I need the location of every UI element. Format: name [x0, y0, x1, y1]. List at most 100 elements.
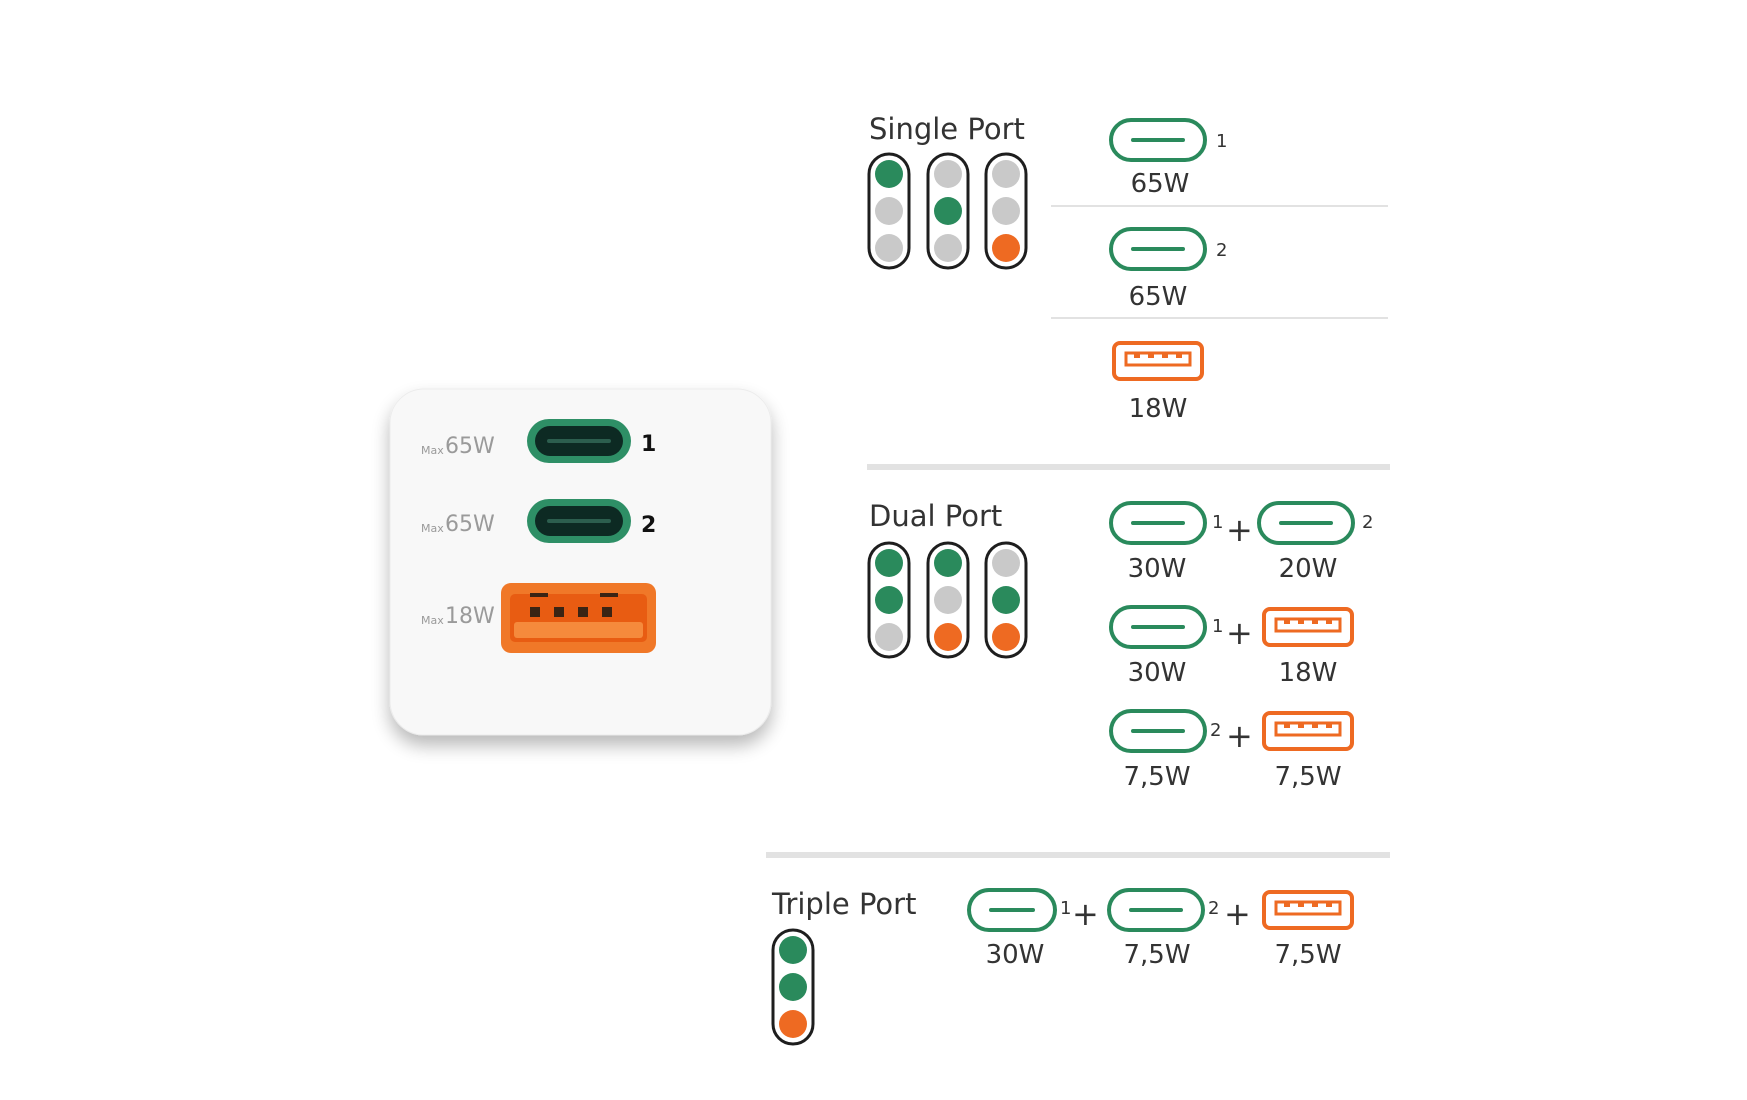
dual-row3-plus: + — [1226, 717, 1253, 755]
usb-a-pin — [1284, 724, 1290, 728]
usb-c-port-tongue — [547, 519, 611, 523]
indicator-led-green — [875, 586, 903, 614]
triple-watt-a: 30W — [985, 940, 1045, 970]
usb-a-pin — [1176, 354, 1182, 358]
usb-a-port-pin — [602, 607, 612, 617]
usb-a-port-pin — [530, 607, 540, 617]
indicator-led-green — [875, 549, 903, 577]
dual-row2-port-number-a: 1 — [1212, 616, 1224, 637]
single-row2-watt: 65W — [1128, 282, 1188, 312]
triple-port-number-b: 2 — [1208, 898, 1220, 919]
dual-row3-port-icon-b — [1262, 711, 1354, 751]
triple-port-number-a: 1 — [1060, 898, 1072, 919]
usb-a-pin — [1312, 620, 1318, 624]
indicator-led-inactive — [934, 234, 962, 262]
indicator-led-inactive — [875, 197, 903, 225]
indicator-led-inactive — [875, 623, 903, 651]
device-usb-c-port-1 — [527, 419, 631, 463]
single-row1-port-number: 1 — [1216, 131, 1228, 152]
device-port2-number: 2 — [641, 513, 657, 538]
dual-row1-port-number-b: 2 — [1362, 512, 1374, 533]
dual-row1-port-icon-b — [1257, 501, 1355, 545]
dual-row2-watt-b: 18W — [1278, 658, 1338, 688]
usb-a-tongue — [1124, 351, 1192, 367]
device-port3-max-label: Max — [421, 614, 444, 627]
usb-a-pin — [1312, 903, 1318, 907]
usb-a-tongue — [1274, 617, 1342, 633]
indicator-led-orange — [992, 234, 1020, 262]
usb-a-pin — [1312, 724, 1318, 728]
dual-port-title: Dual Port — [869, 499, 1003, 533]
single-port-indicator-2 — [926, 152, 970, 270]
usb-a-pin — [1298, 724, 1304, 728]
indicator-led-green — [934, 197, 962, 225]
dual-row3-watt-b: 7,5W — [1274, 762, 1342, 792]
indicator-led-inactive — [992, 160, 1020, 188]
usb-a-tongue — [1274, 721, 1342, 737]
usb-a-port-pin — [554, 607, 564, 617]
indicator-led-green — [934, 549, 962, 577]
usb-a-tongue — [1274, 900, 1342, 916]
usb-a-pin — [1134, 354, 1140, 358]
usb-a-pin — [1298, 903, 1304, 907]
device-port1-number: 1 — [641, 432, 657, 457]
device-port1-max-label: Max — [421, 444, 444, 457]
dual-row3-watt-a: 7,5W — [1123, 762, 1191, 792]
dual-port-indicator-2 — [926, 541, 970, 659]
device-port2-max-label: Max — [421, 522, 444, 535]
indicator-led-inactive — [934, 586, 962, 614]
single-row3-port-icon — [1112, 341, 1204, 381]
dual-row1-watt-b: 20W — [1278, 554, 1338, 584]
single-row2-port-icon — [1109, 227, 1207, 271]
triple-port-title: Triple Port — [772, 887, 917, 921]
single-port-indicator-1 — [867, 152, 911, 270]
dual-row2-watt-a: 30W — [1127, 658, 1187, 688]
indicator-led-inactive — [934, 160, 962, 188]
indicator-led-green — [992, 586, 1020, 614]
single-row2-port-number: 2 — [1216, 240, 1228, 261]
device-port1-watt: 65W — [445, 434, 495, 459]
usb-a-pin — [1148, 354, 1154, 358]
usb-a-port-pin — [578, 607, 588, 617]
single-row3-watt: 18W — [1128, 394, 1188, 424]
usb-a-pin — [1326, 620, 1332, 624]
dual-port-indicator-1 — [867, 541, 911, 659]
dual-row1-watt-a: 30W — [1127, 554, 1187, 584]
device-usb-a-port — [501, 583, 656, 653]
single-port-title: Single Port — [869, 112, 1025, 146]
usb-a-pin — [1284, 903, 1290, 907]
single-port-indicator-3 — [984, 152, 1028, 270]
dual-row1-port-number-a: 1 — [1212, 512, 1224, 533]
device-port2-watt: 65W — [445, 512, 495, 537]
device-usb-c-port-2 — [527, 499, 631, 543]
usb-a-pin — [1298, 620, 1304, 624]
dual-row2-plus: + — [1226, 614, 1253, 652]
dual-port-indicator-3 — [984, 541, 1028, 659]
dual-row2-port-icon-b — [1262, 607, 1354, 647]
dual-row1-plus: + — [1226, 511, 1253, 549]
single-row1-watt: 65W — [1130, 169, 1190, 199]
triple-plus-b: + — [1224, 895, 1251, 933]
triple-plus-a: + — [1072, 895, 1099, 933]
indicator-led-green — [875, 160, 903, 188]
usb-c-port-tongue — [547, 439, 611, 443]
indicator-led-green — [779, 936, 807, 964]
charger-body — [389, 388, 772, 736]
indicator-led-orange — [992, 623, 1020, 651]
triple-port-icon-a — [967, 888, 1057, 932]
indicator-led-orange — [934, 623, 962, 651]
indicator-led-inactive — [992, 197, 1020, 225]
triple-port-indicator — [771, 928, 815, 1046]
triple-watt-b: 7,5W — [1123, 940, 1191, 970]
dual-row2-port-icon-a — [1109, 605, 1207, 649]
indicator-led-orange — [779, 1010, 807, 1038]
indicator-led-inactive — [992, 549, 1020, 577]
usb-a-pin — [1162, 354, 1168, 358]
triple-port-icon-c — [1262, 890, 1354, 930]
usb-a-pin — [1284, 620, 1290, 624]
usb-a-pin — [1326, 903, 1332, 907]
device-port3-watt: 18W — [445, 604, 495, 629]
single-row1-port-icon — [1109, 118, 1207, 162]
